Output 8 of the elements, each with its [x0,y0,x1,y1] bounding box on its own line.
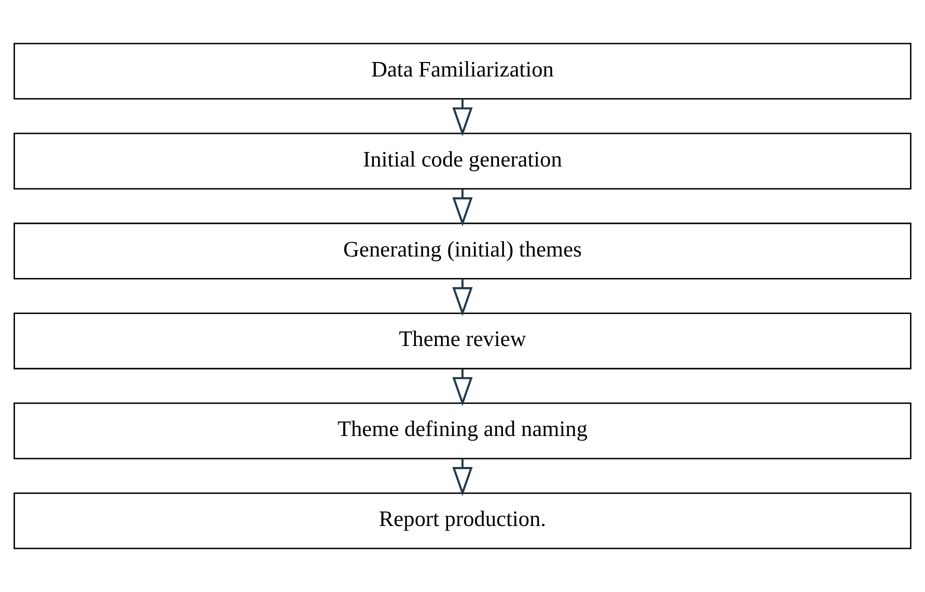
node-box: Generating (initial) themes [14,222,912,280]
arrow [452,189,473,226]
node-box: Theme defining and naming [14,402,912,460]
node-box: Data Familiarization [14,42,912,100]
node-box: Report production. [14,492,912,550]
node-box: Theme review [14,312,912,370]
node-box: Initial code generation [14,132,912,190]
arrow [452,99,473,136]
